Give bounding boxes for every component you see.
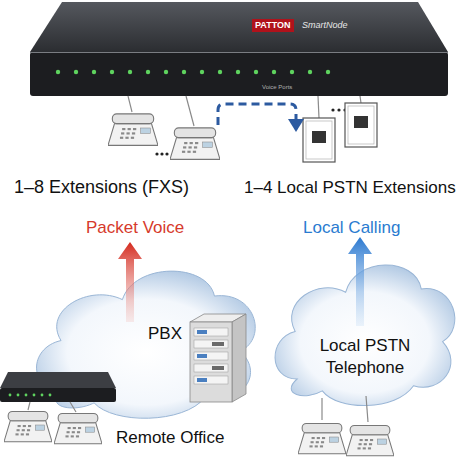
pstn-wall-jacks-part <box>306 121 332 159</box>
phone-wires-part <box>318 96 319 118</box>
remote-office-device-part <box>25 394 28 397</box>
status-leds-part <box>272 70 276 74</box>
dashed-routing-arrow-part <box>218 104 296 125</box>
bottom-phone-wires-part <box>321 398 322 420</box>
packet-voice-arrow <box>118 242 142 322</box>
status-leds-part <box>326 70 330 74</box>
pstn-wall-jacks-part <box>348 106 374 144</box>
bottom-phone-wires-part <box>366 396 368 422</box>
router-device: PATTON SmartNodeVoice Ports <box>30 0 448 96</box>
pstn-wall-jacks-part <box>303 118 335 162</box>
pbx-label: PBX <box>148 324 182 344</box>
pstn-wall-jacks-part <box>345 103 377 147</box>
status-leds-part <box>92 70 96 74</box>
smartnode-device-part <box>30 52 448 53</box>
brand-logo: PATTON <box>252 19 294 32</box>
pbx-cabinet-part <box>194 328 228 336</box>
fxs-phones-part <box>108 114 158 146</box>
pstn-cloud: Local PSTN Telephone <box>268 243 462 413</box>
remote-office-phones-part <box>4 411 52 441</box>
remote-office-device-part <box>9 394 12 397</box>
pbx-cabinet-part <box>194 376 228 384</box>
remote-office-phones-part <box>54 413 102 443</box>
status-leds-part <box>308 70 312 74</box>
status-leds-part <box>200 70 204 74</box>
fxs-caption: 1–8 Extensions (FXS) <box>14 177 189 199</box>
ellipsis-dots-part <box>331 108 334 111</box>
status-leds-part <box>74 70 78 74</box>
remote-office-label: Remote Office <box>116 428 224 448</box>
ellipsis-dots-part <box>165 152 168 155</box>
remote-office-device-part <box>0 372 116 388</box>
pbx-cabinet-part <box>194 352 228 360</box>
panel-label: Voice Ports <box>262 84 292 91</box>
dashed-routing-arrow-part <box>288 119 304 132</box>
remote-office-device-part <box>41 394 44 397</box>
phone-wires-part <box>128 96 132 112</box>
smartnode-device-part <box>30 2 448 52</box>
remote-office-device-part <box>17 394 20 397</box>
pbx-cabinet-part <box>212 342 224 346</box>
product-name: SmartNode <box>302 20 348 31</box>
remote-office-device-part <box>0 388 116 402</box>
remote-office-device <box>0 372 116 402</box>
remote-office-device-part <box>49 394 52 397</box>
status-leds-part <box>182 70 186 74</box>
pbx-cabinet-part <box>194 340 228 348</box>
cloud-shape <box>275 265 455 406</box>
pstn-wall-jacks <box>303 103 377 162</box>
pbx-cabinet-part <box>194 364 228 372</box>
fxs-phones <box>108 114 220 160</box>
pstn-phones-part <box>298 423 346 453</box>
pbx-cabinet-part <box>197 378 207 382</box>
smartnode-device <box>30 2 448 96</box>
fxs-phones-part <box>170 128 220 160</box>
pstn-phones-part <box>346 425 394 455</box>
dashed-routing-arrow <box>218 104 304 132</box>
remote-office-phones <box>4 411 102 443</box>
ellipsis-dots-part <box>155 152 158 155</box>
smartnode-device-part <box>30 52 448 96</box>
status-leds-part <box>128 70 132 74</box>
remote-office-device-part <box>33 394 36 397</box>
status-leds-part <box>290 70 294 74</box>
pbx-cabinet <box>190 314 246 402</box>
status-leds-part <box>146 70 150 74</box>
status-leds <box>56 70 330 74</box>
phone-wires-part <box>360 96 361 103</box>
pbx-cabinet-part <box>197 330 207 334</box>
cloud-outline <box>268 243 462 413</box>
pstn-wall-jacks-part <box>312 131 326 143</box>
ellipsis-dots-part <box>160 152 163 155</box>
pstn-wall-jacks-part <box>354 116 368 128</box>
local-calling-arrow <box>348 237 372 326</box>
pbx-cabinet-part <box>190 322 232 402</box>
status-leds-part <box>164 70 168 74</box>
packet-voice-arrow-part <box>118 242 142 322</box>
phone-wires-part <box>186 96 194 126</box>
pbx-cabinet-part <box>232 314 246 402</box>
status-leds-part <box>254 70 258 74</box>
status-leds-part <box>56 70 60 74</box>
flow-label: Packet Voice <box>86 218 184 238</box>
bottom-phone-wires-part <box>70 402 76 412</box>
bottom-phone-wires-part <box>28 402 30 410</box>
pbx-cabinet-part <box>212 366 224 370</box>
status-leds-part <box>236 70 240 74</box>
ellipsis-dots-part <box>337 108 340 111</box>
status-leds-part <box>218 70 222 74</box>
pstn-label: Local PSTN Telephone <box>308 335 422 379</box>
status-leds-part <box>110 70 114 74</box>
local-calling-arrow-part <box>348 237 372 326</box>
pstn-caption: 1–4 Local PSTN Extensions <box>244 178 456 198</box>
pstn-phones <box>298 423 394 455</box>
flow-label: Local Calling <box>303 218 400 238</box>
pbx-cabinet-part <box>197 354 207 358</box>
